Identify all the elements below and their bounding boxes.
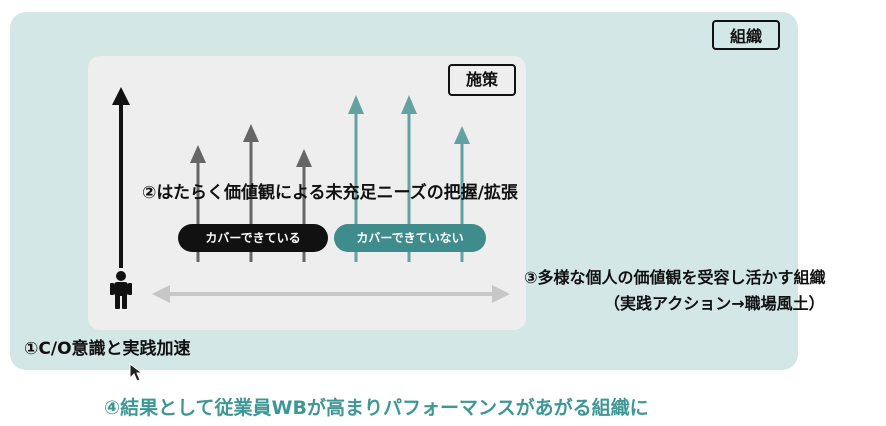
person-icon: [110, 271, 132, 309]
point-2-text: ②はたらく価値観による未充足ニーズの把握/拡張: [142, 183, 518, 203]
main-up-arrow-icon: [112, 87, 130, 268]
point-4-text: ④結果として従業員WBが高まりパフォーマンスがあがる組織に: [104, 397, 649, 419]
cursor-icon: [129, 363, 144, 382]
legend-not-covered-pill: カバーできていない: [334, 224, 486, 252]
point-1-text: ①C/O意識と実践加速: [24, 339, 191, 359]
measures-label: 施策: [448, 64, 516, 96]
point-3-subtext: （実践アクション→職場風土）: [604, 294, 825, 313]
legend-covered-pill: カバーできている: [178, 224, 328, 252]
organization-label: 組織: [712, 20, 780, 50]
measures-area: [88, 56, 526, 330]
double-arrow-icon: [152, 285, 510, 303]
point-3-text: ③多様な個人の価値観を受容し活かす組織: [524, 268, 826, 287]
